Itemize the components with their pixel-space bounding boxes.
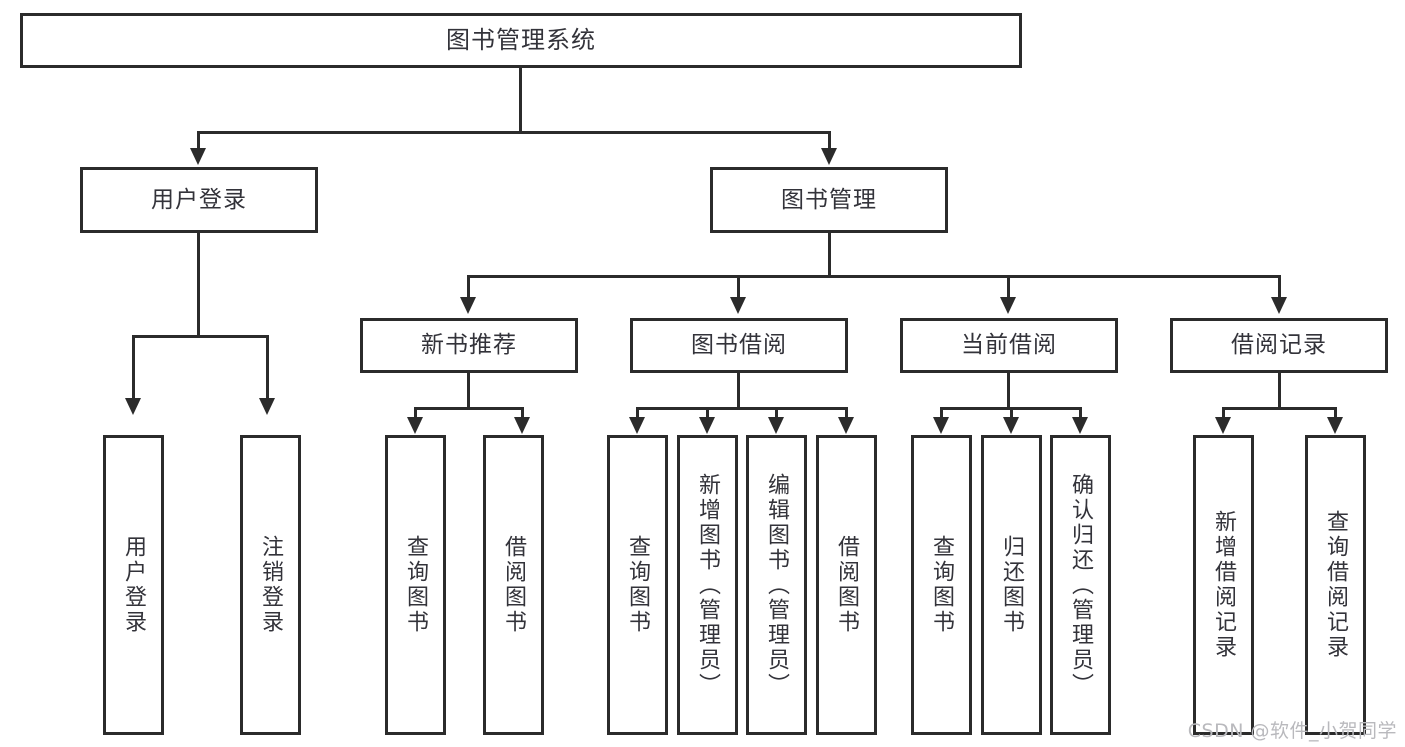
node-label: 查询图书: [929, 535, 955, 635]
connector-book-borrow-bar: [636, 407, 848, 410]
connector-book-borrow-drop-1: [636, 407, 639, 419]
connector-new-book-drop-2: [521, 407, 524, 419]
connector-to-new-book: [467, 275, 470, 299]
arrowhead-leaf-user-login-2: [259, 398, 275, 415]
arrowhead-borrow-record: [1271, 297, 1287, 314]
connector-borrow-record-bar: [1222, 407, 1337, 410]
connector-new-book-stem: [467, 373, 470, 409]
connector-user-login-drop-1: [132, 335, 135, 400]
leaf-borrow-record-add[interactable]: 新增借阅记录: [1193, 435, 1254, 735]
arrowhead-book-borrow: [730, 297, 746, 314]
node-label: 图书管理: [781, 186, 877, 213]
leaf-book-borrow-edit[interactable]: 编辑图书（管理员）: [746, 435, 807, 735]
node-label: 用户登录: [121, 535, 147, 635]
node-label: 借阅图书: [834, 535, 860, 635]
node-label: 图书管理系统: [446, 25, 596, 54]
node-label: 确认归还（管理员）: [1068, 472, 1094, 698]
node-label: 图书借阅: [691, 332, 787, 359]
connector-book-borrow-stem: [737, 373, 740, 409]
node-label: 编辑图书（管理员）: [764, 472, 790, 698]
node-label: 新增图书（管理员）: [695, 472, 721, 698]
connector-borrow-record-stem: [1278, 373, 1281, 409]
node-label: 归还图书: [999, 535, 1025, 635]
leaf-user-login-logout[interactable]: 注销登录: [240, 435, 301, 735]
arrowhead-leaf-current-borrow-2: [1003, 417, 1019, 434]
leaf-current-borrow-confirm[interactable]: 确认归还（管理员）: [1050, 435, 1111, 735]
connector-level2-bar: [197, 131, 831, 134]
connector-root-stem: [519, 68, 522, 131]
leaf-borrow-record-query[interactable]: 查询借阅记录: [1305, 435, 1366, 735]
connector-to-book-manage: [828, 131, 831, 150]
leaf-user-login-login[interactable]: 用户登录: [103, 435, 164, 735]
connector-to-current-borrow: [1007, 275, 1010, 299]
arrowhead-user-login: [190, 148, 206, 165]
leaf-current-borrow-query[interactable]: 查询图书: [911, 435, 972, 735]
connector-user-login-drop-2: [266, 335, 269, 400]
node-new-book-recommend[interactable]: 新书推荐: [360, 318, 578, 373]
connector-new-book-bar: [414, 407, 524, 410]
node-borrow-record[interactable]: 借阅记录: [1170, 318, 1388, 373]
node-user-login[interactable]: 用户登录: [80, 167, 318, 233]
node-current-borrow[interactable]: 当前借阅: [900, 318, 1118, 373]
arrowhead-leaf-current-borrow-1: [933, 417, 949, 434]
leaf-current-borrow-return[interactable]: 归还图书: [981, 435, 1042, 735]
node-label: 查询图书: [403, 535, 429, 635]
arrowhead-book-manage: [821, 148, 837, 165]
leaf-book-borrow-borrow[interactable]: 借阅图书: [816, 435, 877, 735]
connector-current-borrow-drop-3: [1079, 407, 1082, 419]
node-book-management[interactable]: 图书管理: [710, 167, 948, 233]
connector-to-borrow-record: [1278, 275, 1281, 299]
arrowhead-leaf-borrow-record-2: [1327, 417, 1343, 434]
connector-book-manage-stem: [828, 233, 831, 277]
connector-level3-bar: [467, 275, 1281, 278]
connector-borrow-record-drop-1: [1222, 407, 1225, 419]
arrowhead-leaf-book-borrow-4: [838, 417, 854, 434]
arrowhead-new-book: [460, 297, 476, 314]
connector-to-book-borrow: [737, 275, 740, 299]
node-label: 注销登录: [258, 535, 284, 635]
leaf-book-borrow-query[interactable]: 查询图书: [607, 435, 668, 735]
connector-book-borrow-drop-3: [775, 407, 778, 419]
arrowhead-leaf-book-borrow-3: [768, 417, 784, 434]
node-label: 查询借阅记录: [1323, 510, 1349, 660]
leaf-new-book-query[interactable]: 查询图书: [385, 435, 446, 735]
node-label: 查询图书: [625, 535, 651, 635]
arrowhead-leaf-book-borrow-1: [629, 417, 645, 434]
arrowhead-leaf-new-book-2: [514, 417, 530, 434]
arrowhead-current-borrow: [1000, 297, 1016, 314]
connector-user-login-stem: [197, 233, 200, 337]
leaf-book-borrow-add[interactable]: 新增图书（管理员）: [677, 435, 738, 735]
connector-current-borrow-drop-2: [1010, 407, 1013, 419]
node-label: 新书推荐: [421, 332, 517, 359]
node-label: 借阅记录: [1231, 332, 1327, 359]
connector-current-borrow-drop-1: [940, 407, 943, 419]
arrowhead-leaf-user-login-1: [125, 398, 141, 415]
node-label: 新增借阅记录: [1211, 510, 1237, 660]
arrowhead-leaf-borrow-record-1: [1215, 417, 1231, 434]
connector-book-borrow-drop-2: [706, 407, 709, 419]
node-label: 借阅图书: [501, 535, 527, 635]
node-label: 当前借阅: [961, 332, 1057, 359]
node-book-borrow[interactable]: 图书借阅: [630, 318, 848, 373]
connector-borrow-record-drop-2: [1334, 407, 1337, 419]
arrowhead-leaf-new-book-1: [407, 417, 423, 434]
csdn-watermark: CSDN @软件_小贺同学: [1187, 720, 1397, 742]
arrowhead-leaf-book-borrow-2: [699, 417, 715, 434]
connector-current-borrow-stem: [1007, 373, 1010, 409]
leaf-new-book-borrow[interactable]: 借阅图书: [483, 435, 544, 735]
connector-to-user-login: [197, 131, 200, 150]
connector-book-borrow-drop-4: [845, 407, 848, 419]
connector-new-book-drop-1: [414, 407, 417, 419]
node-root-system[interactable]: 图书管理系统: [20, 13, 1022, 68]
node-label: 用户登录: [151, 186, 247, 213]
arrowhead-leaf-current-borrow-3: [1072, 417, 1088, 434]
connector-user-login-bar: [132, 335, 269, 338]
